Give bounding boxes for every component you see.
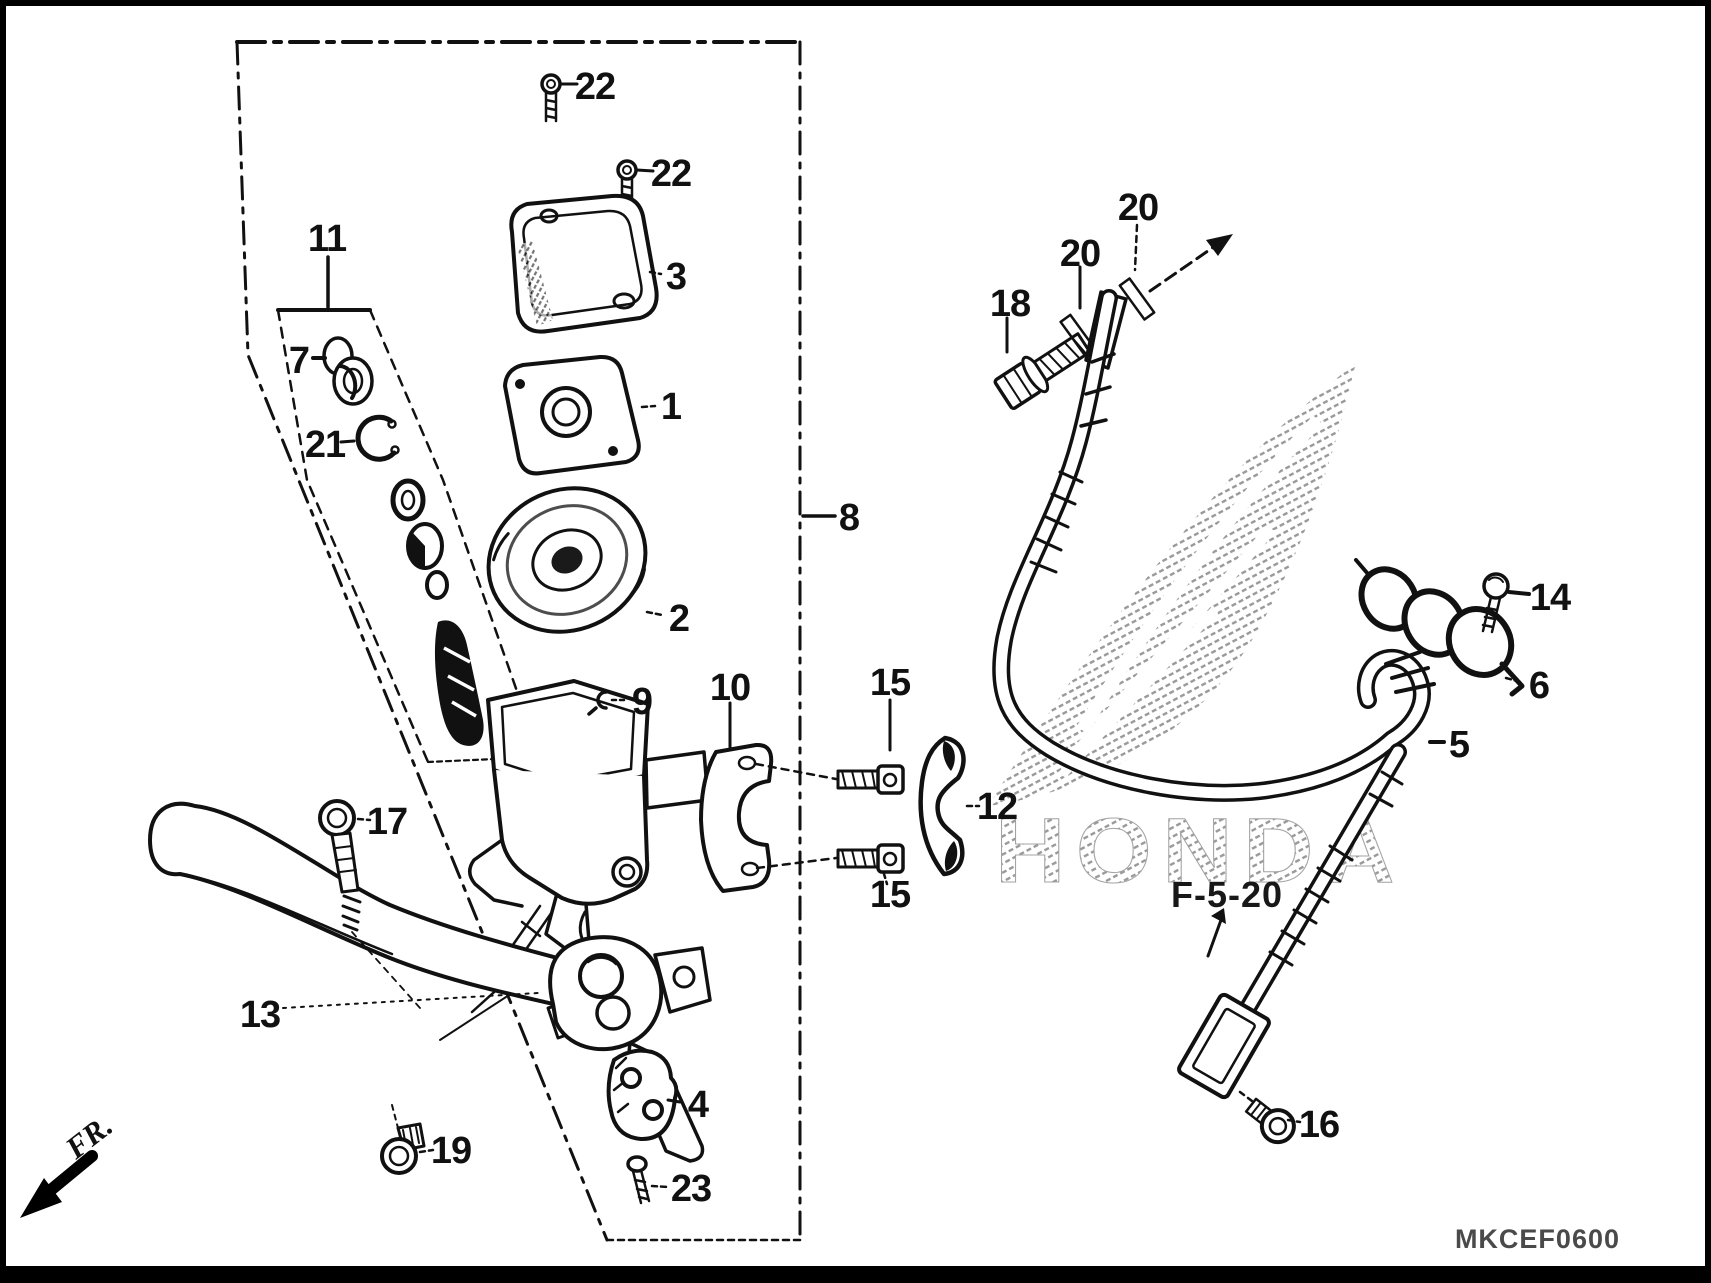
callout-10: 10 bbox=[710, 667, 750, 709]
callout-12: 12 bbox=[977, 786, 1017, 828]
part-piston-washer bbox=[390, 478, 426, 522]
part-oil-bolt bbox=[993, 332, 1092, 411]
callout-2: 2 bbox=[669, 598, 689, 640]
part-bracket-screw bbox=[626, 1155, 651, 1205]
callout-15-lower: 15 bbox=[870, 874, 911, 916]
callout-20-b: 20 bbox=[1118, 187, 1158, 229]
part-guide-screw bbox=[1481, 572, 1510, 634]
callout-20-a: 20 bbox=[1060, 233, 1100, 275]
callout-23: 23 bbox=[671, 1168, 711, 1210]
part-clamp-bolt-upper bbox=[754, 762, 905, 795]
callout-19: 19 bbox=[431, 1130, 471, 1172]
part-clamp-bolt-lower bbox=[755, 843, 905, 874]
front-direction-arrow: FR. bbox=[20, 1108, 119, 1218]
part-brake-hose bbox=[992, 289, 1436, 1039]
callout-9: 9 bbox=[632, 681, 652, 723]
reference-label: F-5-20 bbox=[1171, 874, 1283, 915]
part-lever-pivot-bolt bbox=[318, 799, 421, 1009]
callout-18: 18 bbox=[990, 283, 1030, 325]
part-piston-spring bbox=[434, 620, 484, 746]
callout-3: 3 bbox=[666, 256, 686, 298]
honda-wing-watermark: HONDA bbox=[988, 362, 1396, 903]
part-clamp-inner-half bbox=[699, 742, 774, 893]
callout-13: 13 bbox=[240, 994, 280, 1036]
diagram-code: MKCEF0600 bbox=[1455, 1224, 1620, 1254]
part-switch-bracket bbox=[606, 1048, 679, 1142]
reference-pointer-arrow bbox=[1206, 908, 1226, 958]
callout-17: 17 bbox=[367, 801, 407, 843]
part-clamp-outer-half bbox=[918, 735, 966, 877]
part-pivot-nut bbox=[380, 1104, 426, 1175]
direction-arrow bbox=[1148, 234, 1233, 293]
part-hose-clamp-grommet bbox=[1354, 558, 1525, 697]
part-reservoir-cover-screw-b bbox=[616, 159, 638, 209]
callout-21: 21 bbox=[305, 424, 346, 466]
callout-11: 11 bbox=[308, 218, 347, 260]
part-reservoir-cover-screw-a bbox=[540, 73, 562, 123]
leader-lines bbox=[282, 82, 1531, 1189]
part-diaphragm bbox=[486, 486, 648, 634]
callout-6: 6 bbox=[1529, 665, 1549, 707]
part-piston-seal-rings bbox=[322, 336, 374, 406]
part-piston-cup bbox=[406, 522, 449, 600]
front-direction-label: FR. bbox=[58, 1108, 119, 1166]
callout-14: 14 bbox=[1530, 577, 1571, 619]
part-circlip bbox=[355, 414, 400, 462]
part-hose-end-block bbox=[1177, 992, 1271, 1100]
callout-1: 1 bbox=[661, 386, 682, 428]
callout-16: 16 bbox=[1299, 1104, 1339, 1146]
piston-kit-boundary-box bbox=[276, 308, 542, 764]
callout-15-upper: 15 bbox=[870, 662, 911, 704]
callout-22-b: 22 bbox=[651, 153, 691, 195]
part-reservoir-cover bbox=[509, 193, 659, 334]
callout-5: 5 bbox=[1449, 724, 1470, 766]
part-hose-end-bolt bbox=[1238, 1090, 1296, 1145]
callout-22-a: 22 bbox=[575, 66, 615, 108]
callout-labels: 22 22 3 11 7 21 1 2 8 9 10 15 12 15 17 1… bbox=[240, 66, 1572, 1210]
callout-8: 8 bbox=[839, 497, 859, 539]
part-diaphragm-plate bbox=[503, 354, 641, 476]
part-sealing-washer-b bbox=[1118, 277, 1156, 321]
callout-7: 7 bbox=[289, 340, 309, 382]
callout-4: 4 bbox=[688, 1084, 709, 1126]
part-retainer-clip bbox=[587, 690, 608, 716]
